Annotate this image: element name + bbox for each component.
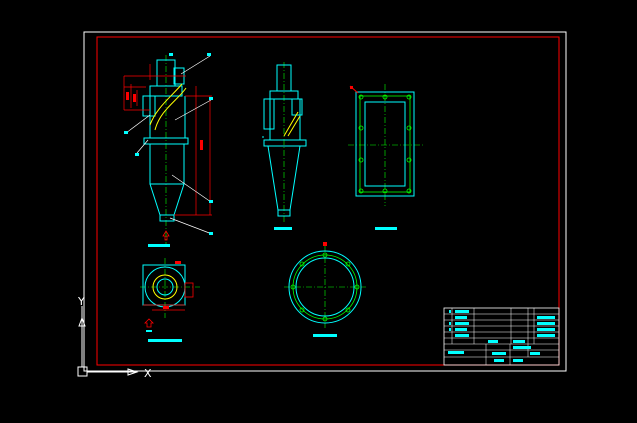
view-label-bar: [274, 227, 292, 230]
view-label-bar: [148, 339, 182, 342]
title-block[interactable]: [443, 307, 560, 366]
ucs-y-label: Y: [77, 295, 85, 308]
inlet-section-view[interactable]: [140, 258, 200, 342]
sheet-outer-border: [83, 31, 567, 372]
view-label-bar: [313, 334, 337, 337]
ucs-x-label: X: [144, 367, 152, 380]
view-label-bar: [148, 244, 170, 247]
cyclone-front-view[interactable]: [123, 53, 213, 247]
cyclone-side-view[interactable]: [262, 62, 307, 230]
flange-plan-view[interactable]: [348, 84, 424, 230]
ring-flange-view[interactable]: [284, 242, 366, 337]
sheet-drawing-frame: [96, 36, 560, 366]
view-label-bar: [375, 227, 397, 230]
direction-arrow-icon: [144, 318, 154, 328]
ucs-icon: [77, 306, 139, 377]
direction-arrow-icon: [162, 230, 170, 241]
